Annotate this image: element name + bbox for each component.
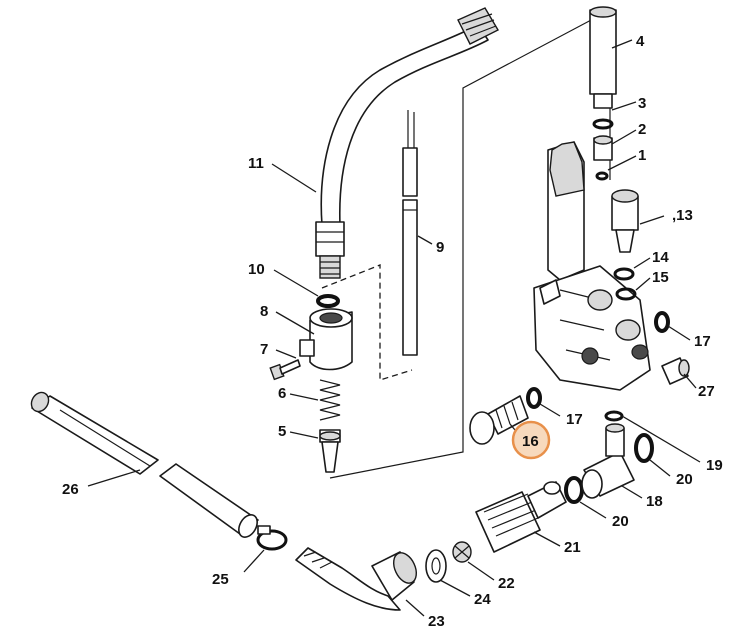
callout-9[interactable]: 9 <box>436 239 444 256</box>
o-ring-19 <box>604 410 624 422</box>
callout-25[interactable]: 25 <box>212 571 229 588</box>
callout-22[interactable]: 22 <box>498 575 515 592</box>
hose-clamp-part <box>256 525 288 551</box>
o-ring-10 <box>316 294 340 308</box>
assembly-frame-outline <box>329 9 611 479</box>
plug-part <box>661 357 690 385</box>
callout-15[interactable]: 15 <box>652 269 669 286</box>
callout-14[interactable]: 14 <box>652 249 669 266</box>
spring-part <box>319 379 341 421</box>
valve-poppet-part <box>319 429 341 473</box>
banjo-bolt-part <box>469 395 529 445</box>
strainer-part <box>452 541 472 563</box>
callout-7[interactable]: 7 <box>260 341 268 358</box>
pump-manifold-body <box>533 141 651 391</box>
callout-16-highlight[interactable] <box>511 420 551 460</box>
callout-8[interactable]: 8 <box>260 303 268 320</box>
callout-18[interactable]: 18 <box>646 493 663 510</box>
callout-24[interactable]: 24 <box>474 591 491 608</box>
callout-11[interactable]: 11 <box>248 155 264 172</box>
o-ring-1 <box>595 171 609 181</box>
check-valve-part <box>611 189 639 253</box>
callout-21[interactable]: 21 <box>564 539 581 556</box>
hose-assembly-part <box>315 7 499 279</box>
screw-part <box>269 359 301 381</box>
rod-assembly-part <box>402 110 418 356</box>
elbow-block-part <box>299 308 353 371</box>
suction-hose-part <box>30 391 259 538</box>
callout-2[interactable]: 2 <box>638 121 646 138</box>
elbow-fitting-part <box>581 423 635 499</box>
callout-4[interactable]: 4 <box>636 33 645 50</box>
o-ring-20a <box>564 476 584 504</box>
callout-20-left[interactable]: 20 <box>612 513 629 530</box>
callout-3[interactable]: 3 <box>638 95 646 112</box>
callout-17-right[interactable]: 17 <box>694 333 711 350</box>
callout-23[interactable]: 23 <box>428 613 445 630</box>
o-ring-3 <box>592 118 614 130</box>
callout-6[interactable]: 6 <box>278 385 286 402</box>
callout-5[interactable]: 5 <box>278 423 286 440</box>
callout-16[interactable]: 16 <box>522 433 539 450</box>
callout-27[interactable]: 27 <box>698 383 715 400</box>
callout-1[interactable]: 1 <box>638 147 646 164</box>
callout-13[interactable]: ,13 <box>672 207 693 224</box>
hose-barb-elbow-part <box>295 547 418 611</box>
top-fitting-part <box>589 6 617 109</box>
washer-part <box>425 549 447 583</box>
callout-10[interactable]: 10 <box>248 261 265 278</box>
valve-seat-part <box>593 135 613 161</box>
o-ring-17a <box>526 387 542 409</box>
callout-17-left[interactable]: 17 <box>566 411 583 428</box>
o-ring-15 <box>615 287 637 301</box>
callout-26[interactable]: 26 <box>62 481 79 498</box>
o-ring-14 <box>613 267 635 281</box>
o-ring-17b <box>654 311 670 333</box>
callout-19[interactable]: 19 <box>706 457 723 474</box>
o-ring-20b <box>634 433 654 463</box>
inlet-fitting-part <box>475 481 567 553</box>
callout-20-right[interactable]: 20 <box>676 471 693 488</box>
dashed-group-outline <box>321 264 413 381</box>
